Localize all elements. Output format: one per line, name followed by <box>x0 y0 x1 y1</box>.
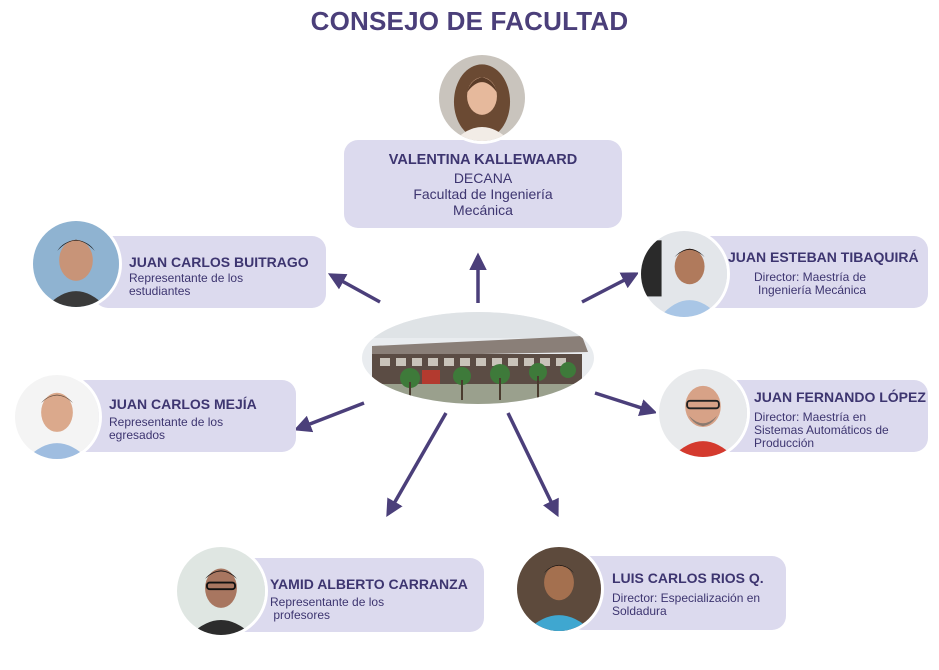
member-name: YAMID ALBERTO CARRANZA <box>270 576 468 592</box>
member-role: profesores <box>270 608 331 622</box>
member-role: Facultad de Ingeniería <box>413 186 553 202</box>
avatar-buitrago <box>30 218 122 310</box>
member-role: Producción <box>754 436 815 450</box>
member-name: VALENTINA KALLEWAARD <box>388 152 578 168</box>
faculty-building-image <box>362 312 594 404</box>
card-carranza: YAMID ALBERTO CARRANZA Representante de … <box>232 558 484 632</box>
member-role: Representante de los <box>129 271 244 285</box>
member-role: Director: Maestría en <box>754 410 867 424</box>
member-role: Mecánica <box>453 202 513 218</box>
arrow-to-tibaquira <box>581 272 640 304</box>
arrow-to-carranza <box>386 412 448 518</box>
card-mejia: JUAN CARLOS MEJÍA Representante de los e… <box>72 380 296 452</box>
member-name: LUIS CARLOS RIOS Q. <box>612 570 764 586</box>
member-name: JUAN CARLOS BUITRAGO <box>129 254 309 270</box>
page-title: CONSEJO DE FACULTAD <box>310 6 629 36</box>
member-role: Ingeniería Mecánica <box>758 283 867 297</box>
member-role: egresados <box>109 428 166 442</box>
arrow-to-mejia <box>293 401 365 433</box>
avatar-dean <box>436 52 528 144</box>
member-name: JUAN CARLOS MEJÍA <box>109 396 257 412</box>
member-role: Sistemas Automáticos de <box>754 423 889 437</box>
avatar-mejia <box>12 372 102 462</box>
card-dean: VALENTINA KALLEWAARD DECANA Facultad de … <box>344 140 622 228</box>
avatar-tibaquira <box>638 228 730 320</box>
member-role: DECANA <box>453 170 513 186</box>
arrow-to-rios <box>506 412 559 518</box>
member-role: Representante de los <box>109 415 224 429</box>
avatar-lopez <box>656 366 750 460</box>
member-role: Soldadura <box>612 604 667 618</box>
member-role: Representante de los <box>270 595 385 609</box>
arrow-to-lopez <box>594 391 658 417</box>
card-buitrago: JUAN CARLOS BUITRAGO Representante de lo… <box>94 236 326 308</box>
avatar-rios <box>514 544 604 634</box>
member-role: Director: Especialización en <box>612 591 761 605</box>
member-role: Director: Maestría de <box>754 270 867 284</box>
card-rios: LUIS CARLOS RIOS Q. Director: Especializ… <box>568 556 786 630</box>
member-role: estudiantes <box>129 284 191 298</box>
card-lopez: JUAN FERNANDO LÓPEZ Director: Maestría e… <box>716 380 928 452</box>
member-name: JUAN FERNANDO LÓPEZ <box>754 389 926 405</box>
avatar-carranza <box>174 544 268 638</box>
arrow-to-buitrago <box>327 273 381 304</box>
member-name: JUAN ESTEBAN TIBAQUIRÁ <box>728 249 919 265</box>
card-tibaquira: JUAN ESTEBAN TIBAQUIRÁ Director: Maestrí… <box>686 236 928 308</box>
